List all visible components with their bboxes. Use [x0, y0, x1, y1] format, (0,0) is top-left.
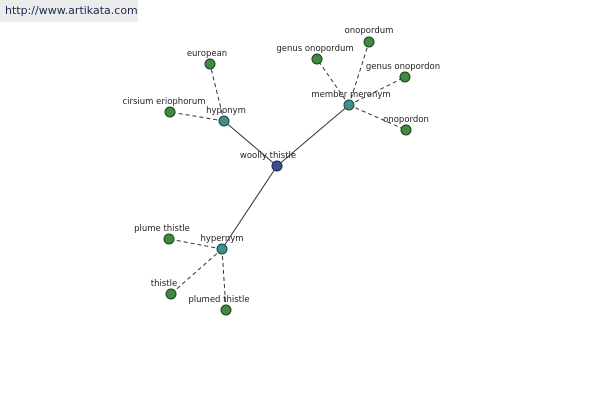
label-plumed-thistle: plumed thistle — [188, 295, 249, 305]
node-plume-thistle[interactable] — [163, 233, 175, 245]
node-cirsium-eriophorum[interactable] — [164, 106, 176, 118]
node-genus-onopordum[interactable] — [311, 53, 323, 65]
edge-hypernym-thistle — [170, 248, 223, 295]
node-root[interactable] — [271, 160, 283, 172]
label-european: european — [187, 49, 227, 59]
label-hyponym: hyponym — [206, 106, 246, 116]
edge-root-hyponym — [223, 120, 278, 167]
edge-hyponym-european — [209, 63, 225, 122]
label-hypernym: hypernym — [200, 234, 243, 244]
edge-hypernym-plumed-thistle — [221, 248, 227, 311]
node-hyponym[interactable] — [218, 115, 230, 127]
label-onopordum: onopordum — [345, 26, 394, 36]
edge-hypernym-plume-thistle — [168, 238, 223, 250]
label-genus-onopordon: genus onopordon — [366, 62, 440, 72]
edge-meronym-genus-onopordum — [316, 58, 350, 106]
edge-root-hypernym — [221, 165, 278, 250]
node-european[interactable] — [204, 58, 216, 70]
node-genus-onopordon[interactable] — [399, 71, 411, 83]
node-thistle[interactable] — [165, 288, 177, 300]
node-member-meronym[interactable] — [343, 99, 355, 111]
edge-hyponym-cirsium-eriophorum — [169, 111, 225, 122]
node-onopordon[interactable] — [400, 124, 412, 136]
watermark-url: http://www.artikata.com — [0, 0, 138, 22]
label-onopordon: onopordon — [383, 115, 429, 125]
label-cirsium-eriophorum: cirsium eriophorum — [122, 97, 205, 107]
node-hypernym[interactable] — [216, 243, 228, 255]
label-plume-thistle: plume thistle — [134, 224, 190, 234]
edge-meronym-onopordon — [348, 104, 407, 131]
edge-meronym-genus-onopordon — [348, 76, 406, 106]
label-thistle: thistle — [151, 279, 177, 289]
label-member-meronym: member meronym — [311, 90, 390, 100]
edge-root-member-meronym — [276, 104, 350, 167]
label-genus-onopordum: genus onopordum — [276, 44, 353, 54]
label-root: woolly thistle — [240, 151, 296, 161]
node-onopordum[interactable] — [363, 36, 375, 48]
node-plumed-thistle[interactable] — [220, 304, 232, 316]
